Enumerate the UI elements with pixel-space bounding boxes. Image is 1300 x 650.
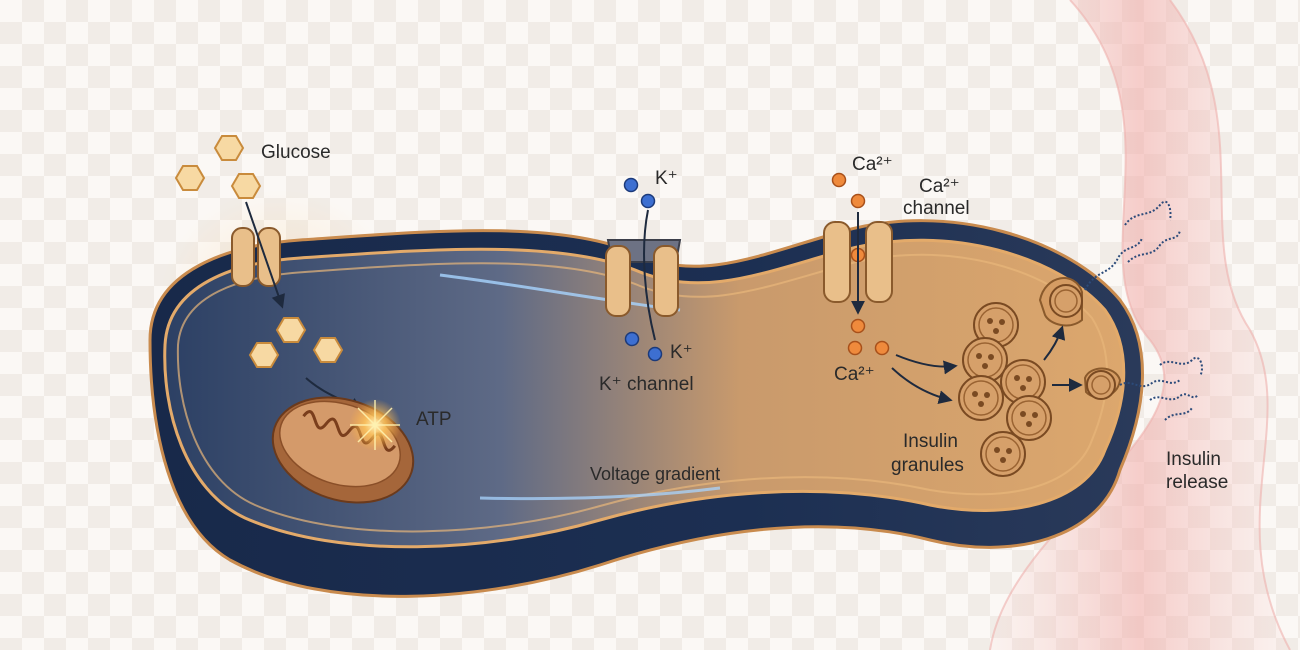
granule-to-pore-arrow-1 — [1043, 325, 1066, 361]
label-ca-ion-inside: Ca²⁺ — [834, 364, 875, 385]
insulin-molecule-icon — [1127, 229, 1181, 263]
label-ca-channel-line1: Ca²⁺ — [919, 176, 960, 197]
glucose-hexagon-icon — [312, 337, 344, 363]
insulin-granules — [958, 284, 1116, 477]
glucose-hexagon-icon — [248, 342, 280, 368]
insulin-granule-icon — [1086, 370, 1116, 400]
insulin-molecule-icon — [1084, 237, 1143, 291]
label-insulin-release-line2: release — [1166, 472, 1228, 493]
label-voltage-gradient: Voltage gradient — [590, 464, 720, 484]
insulin-molecule-icon — [1119, 379, 1181, 388]
ca-ion-icon — [850, 318, 866, 334]
glucose-hexagon-icon — [213, 135, 245, 161]
k-ions — [623, 177, 663, 362]
label-k-channel: K⁺ channel — [599, 374, 694, 395]
ca-ion-icon — [850, 193, 866, 209]
glucose-entry-arrow — [245, 201, 285, 309]
label-k-ion-top: K⁺ — [655, 168, 678, 189]
ca-to-granules-arrow-1 — [895, 354, 958, 375]
k-ion-icon — [623, 177, 639, 193]
insulin-granule-icon — [1049, 284, 1083, 318]
ca-ion-icon — [847, 340, 863, 356]
insulin-molecule-icon — [1124, 200, 1172, 226]
label-atp: ATP — [416, 409, 452, 430]
label-glucose: Glucose — [261, 142, 331, 163]
voltage-streak-top — [439, 273, 681, 312]
label-ca-channel-line2: channel — [903, 198, 970, 219]
insulin-molecules — [1084, 200, 1203, 421]
k-ion-icon — [624, 331, 640, 347]
label-insulin-granules-line1: Insulin — [903, 431, 958, 452]
k-ion-icon — [640, 193, 656, 209]
ca-ion-icon — [874, 340, 890, 356]
label-ca-ion-top: Ca²⁺ — [852, 154, 893, 175]
voltage-streak-bottom — [479, 486, 721, 501]
glucose-molecules-outside — [174, 135, 262, 199]
glucose-transporter — [231, 227, 281, 287]
insulin-molecule-icon — [1159, 357, 1203, 377]
k-channel-line — [643, 209, 656, 341]
label-insulin-release-line1: Insulin — [1166, 449, 1221, 470]
label-k-ion-bottom: K⁺ — [670, 342, 693, 363]
ca-to-granules-arrow-2 — [891, 367, 953, 405]
insulin-granule-icon — [958, 375, 1004, 421]
glucose-hexagon-icon — [174, 165, 206, 191]
ca-channel — [823, 221, 893, 303]
glucose-hexagon-icon — [230, 173, 262, 199]
label-insulin-granules-line2: granules — [891, 455, 964, 476]
insulin-molecule-icon — [1149, 393, 1199, 401]
insulin-granule-icon — [962, 337, 1008, 383]
insulin-molecule-icon — [1164, 407, 1193, 421]
glucose-molecules-inside — [248, 317, 344, 368]
k-ion-icon — [647, 346, 663, 362]
insulin-granule-icon — [980, 431, 1026, 477]
atp-burst — [349, 399, 401, 451]
insulin-granule-icon — [1006, 395, 1052, 441]
insulin-granule-icon — [1000, 359, 1046, 405]
ca-ion-icon — [831, 172, 847, 188]
glucose-hexagon-icon — [275, 317, 307, 343]
